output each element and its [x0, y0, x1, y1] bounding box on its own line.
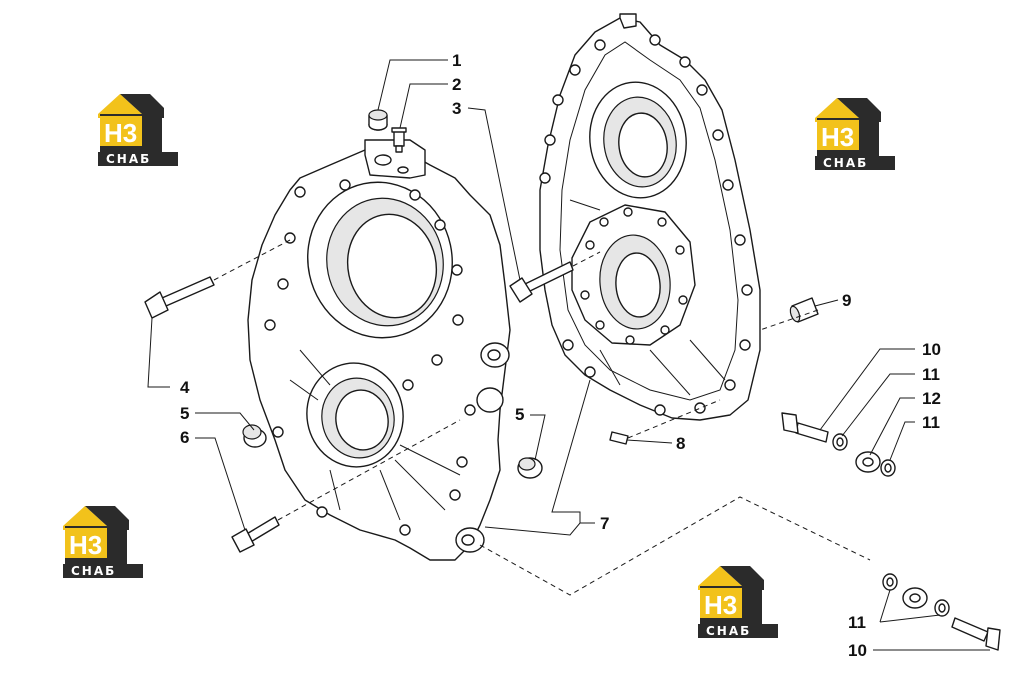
part-10-banjo-bolt-top [781, 412, 829, 443]
callout-6: 6 [180, 428, 189, 447]
callout-4: 4 [180, 378, 190, 397]
assembly-centerlines [213, 239, 871, 596]
callout-5-right: 5 [515, 405, 524, 424]
callout-11-c: 11 [848, 613, 866, 632]
part-2-breather [391, 127, 407, 153]
right-gear-cover [539, 13, 761, 421]
callout-7: 7 [600, 514, 609, 533]
part-4-bolt [144, 276, 215, 319]
watermark-caption: СНАБ [706, 624, 751, 638]
watermark-caption: СНАБ [823, 156, 868, 170]
callout-10-top: 10 [922, 340, 941, 359]
part-8-dowel-pin [609, 431, 629, 445]
watermark-caption: СНАБ [71, 564, 116, 578]
washer-hole [884, 463, 892, 473]
watermark-logo-bottom-center: H3 СНАБ [698, 566, 778, 638]
callout-8: 8 [676, 434, 685, 453]
watermark-caption: СНАБ [106, 152, 151, 166]
part-9-dowel [789, 297, 819, 323]
washer-hole [836, 437, 844, 447]
watermark-logo-top-right: H3 СНАБ [815, 98, 895, 170]
callout-10-bottom: 10 [848, 641, 867, 660]
part-1-plug [368, 109, 388, 131]
callout-12: 12 [922, 389, 941, 408]
part-3-bolt [509, 261, 574, 303]
callout-1: 1 [452, 51, 461, 70]
watermark-mark: H3 [104, 118, 137, 148]
pipe-assembly [815, 451, 948, 609]
callout-2: 2 [452, 75, 461, 94]
part-6-bolt [231, 516, 280, 553]
leader-lines [147, 59, 990, 651]
callout-11-a: 11 [922, 365, 940, 384]
left-gear-housing [247, 139, 511, 561]
part-10-banjo-bolt-bottom [951, 617, 1001, 651]
part-5-plug-right [517, 457, 543, 479]
washer-hole [886, 577, 894, 587]
callout-11-b: 11 [922, 413, 940, 432]
callout-3: 3 [452, 99, 461, 118]
callout-5-left: 5 [180, 404, 189, 423]
watermark-mark: H3 [704, 590, 737, 620]
part-5-plug-left [242, 424, 267, 448]
washer-hole [938, 603, 946, 613]
callout-9: 9 [842, 291, 851, 310]
watermark-logo-top-left: H3 СНАБ [98, 94, 178, 166]
watermark-mark: H3 [821, 122, 854, 152]
watermark-mark: H3 [69, 530, 102, 560]
watermark-logo-bottom-left: H3 СНАБ [63, 506, 143, 578]
